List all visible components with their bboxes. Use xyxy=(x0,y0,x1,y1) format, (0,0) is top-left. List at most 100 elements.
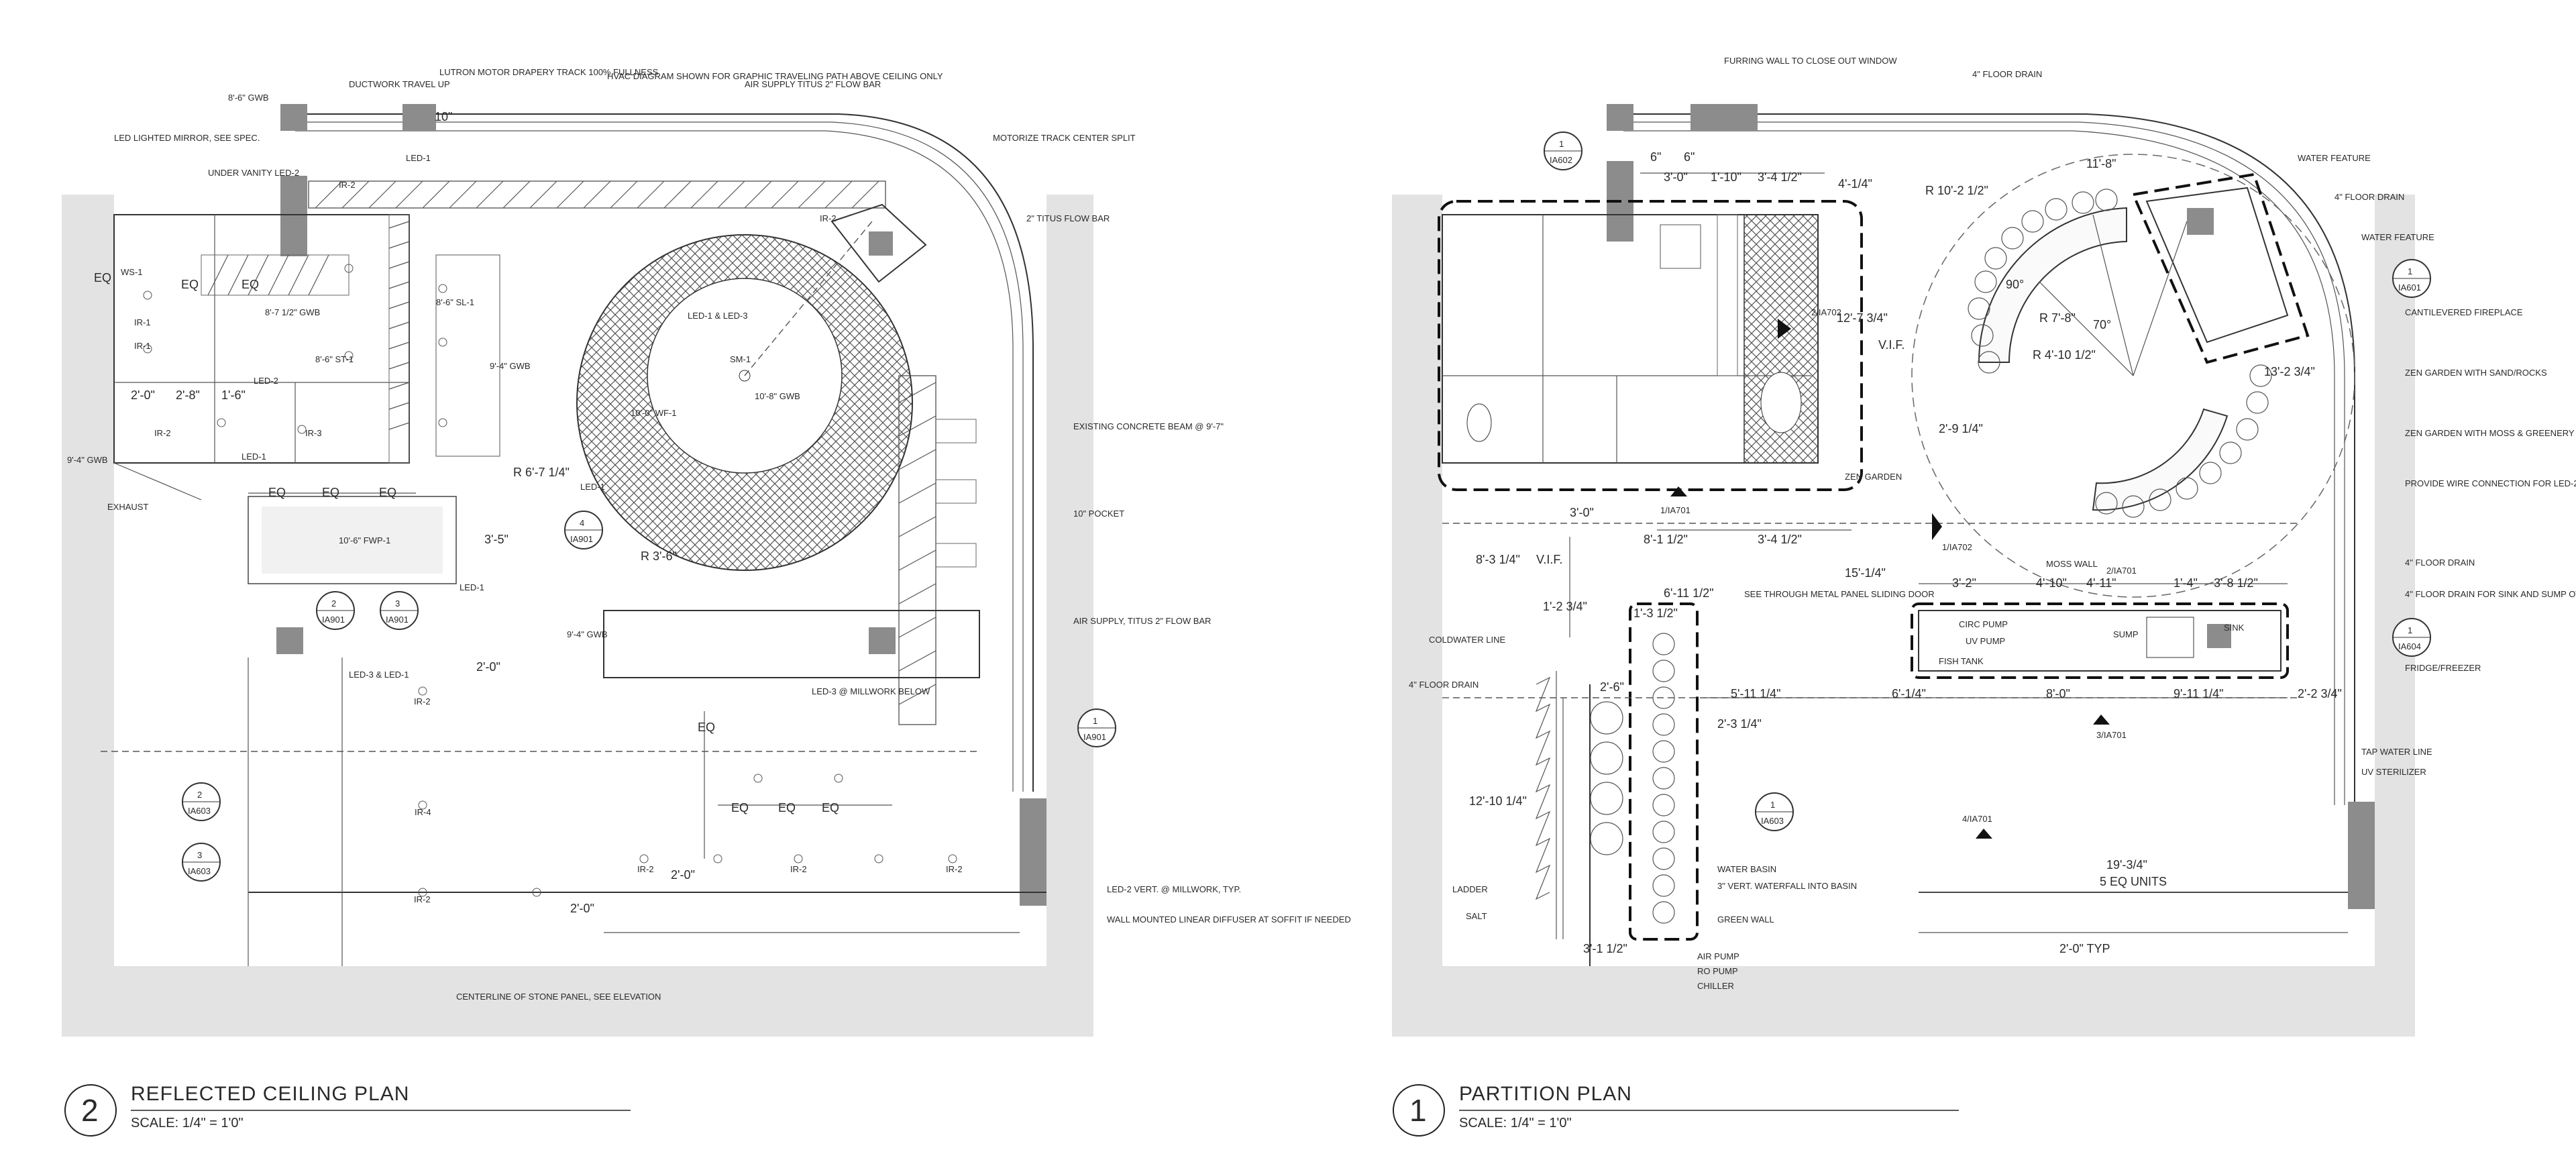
rcp-drawing-number: 2 xyxy=(81,1093,99,1128)
dim-right-8: R 7'-8" xyxy=(2039,311,2076,325)
note-zen-garden: ZEN GARDEN xyxy=(1845,472,1902,482)
tag-ceiling-3: 8'-6" ST-1 xyxy=(315,354,354,364)
tag-ceiling-5: 10'-8" GWB xyxy=(755,391,800,401)
dim-right-3: 1'-10" xyxy=(1711,170,1741,184)
dim-right-1: 6" xyxy=(1684,150,1695,164)
svg-text:IA601: IA601 xyxy=(2398,282,2421,293)
dim-right-11: 70° xyxy=(2093,318,2111,331)
section-arrows xyxy=(1670,319,2110,839)
note-water-basin: WATER BASIN xyxy=(1717,864,1776,874)
dim-left-12: 1'-6" xyxy=(221,388,246,402)
dim-right-7: R 10'-2 1/2" xyxy=(1925,184,1988,197)
light-label-10: IR-2 xyxy=(637,864,654,874)
tag-ceiling-6: 10'-0" WF-1 xyxy=(631,408,677,418)
section-mark-5[interactable]: 1/IA702 xyxy=(1942,542,1972,552)
note-sump: SUMP xyxy=(2113,629,2139,639)
svg-text:2: 2 xyxy=(331,598,336,609)
note-air-supply-top: AIR SUPPLY TITUS 2" FLOW BAR xyxy=(745,79,881,89)
callout-1-ia601[interactable]: 1 IA601 xyxy=(2392,259,2431,298)
dim-left-8: EQ xyxy=(822,801,839,814)
callout-1-ia603[interactable]: 1 IA603 xyxy=(1755,792,1794,831)
note-circ-pump: CIRC PUMP xyxy=(1959,619,2008,629)
tag-ceiling-2: 9'-4" GWB xyxy=(490,361,531,371)
note-floor-drain-top: 4" FLOOR DRAIN xyxy=(1972,69,2042,79)
light-label-7: IR-4 xyxy=(415,807,431,817)
callout-3-ia901[interactable]: 3 IA901 xyxy=(380,591,419,630)
note-linear-diffuser: WALL MOUNTED LINEAR DIFFUSER AT SOFFIT I… xyxy=(1107,914,1351,925)
section-mark-1[interactable]: 2/IA701 xyxy=(2106,566,2137,576)
dim-right-29: 6'-1/4" xyxy=(1892,687,1926,700)
tag-ceiling-4: 8'-7 1/2" GWB xyxy=(265,307,320,317)
dim-right-5: 4'-1/4" xyxy=(1838,177,1872,191)
dim-right-0: 6" xyxy=(1650,150,1661,164)
callout-3-ia603[interactable]: 3 IA603 xyxy=(182,843,221,882)
note-led-mirror: LED LIGHTED MIRROR, SEE SPEC. xyxy=(114,133,260,143)
svg-text:IA603: IA603 xyxy=(188,806,211,816)
light-label-1: IR-1 xyxy=(134,317,151,327)
partition-title: PARTITION PLAN xyxy=(1459,1083,1632,1105)
note-pocket: 10" POCKET xyxy=(1073,509,1124,519)
dim-left-18: R 3'-6" xyxy=(641,549,677,563)
note-coldwater: COLDWATER LINE xyxy=(1429,635,1505,645)
dim-left-17: R 6'-7 1/4" xyxy=(513,466,570,479)
tag-ceiling-9: 9'-4" GWB xyxy=(567,629,608,639)
callout-1-ia901[interactable]: 1 IA901 xyxy=(1077,708,1116,747)
reflected-ceiling-plan: DUCTWORK TRAVEL UP LUTRON MOTOR DRAPERY … xyxy=(62,67,1351,1137)
callout-1-ia602[interactable]: 1 IA602 xyxy=(1544,131,1582,170)
circular-seating-area xyxy=(1911,154,2355,598)
svg-text:1: 1 xyxy=(2408,266,2412,276)
partition-title-block: 1 PARTITION PLAN SCALE: 1/4" = 1'0" xyxy=(1393,1083,1959,1137)
partition-drawing-number: 1 xyxy=(1409,1093,1427,1128)
dim-right-41: V.I.F. xyxy=(1536,553,1562,566)
dim-right-30: 8'-0" xyxy=(2046,687,2070,700)
partition-plan: FURRING WALL TO CLOSE OUT WINDOW 4" FLOO… xyxy=(1392,56,2576,1137)
section-mark-2[interactable]: 3/IA701 xyxy=(2096,730,2127,740)
dim-right-24: 4'-11" xyxy=(2086,576,2116,590)
light-fixtures xyxy=(143,264,957,897)
dim-right-33: 2'-3 1/4" xyxy=(1717,717,1762,731)
dim-left-6: EQ xyxy=(731,801,749,814)
callout-1-ia604[interactable]: 1 IA604 xyxy=(2392,618,2431,657)
light-label-15: LED-1 xyxy=(580,482,605,492)
dim-right-4: 3'-4 1/2" xyxy=(1758,170,1802,184)
dim-right-40: V.I.F. xyxy=(1878,338,1904,352)
svg-text:IA602: IA602 xyxy=(1550,155,1572,165)
dim-left-13: 3'-5" xyxy=(484,533,508,546)
light-label-17: LED-2 xyxy=(254,376,278,386)
dim-right-16: 3'-4 1/2" xyxy=(1758,533,1802,546)
callout-2-ia603[interactable]: 2 IA603 xyxy=(182,782,221,821)
callout-4-ia901[interactable]: 4 IA901 xyxy=(564,511,603,549)
dim-left-7: EQ xyxy=(778,801,796,814)
svg-text:IA901: IA901 xyxy=(386,615,409,625)
note-green-wall: GREEN WALL xyxy=(1717,914,1774,925)
section-mark-4[interactable]: 2/IA702 xyxy=(1811,307,1841,317)
note-led2-vert: LED-2 VERT. @ MILLWORK, TYP. xyxy=(1107,884,1241,894)
section-mark-3[interactable]: 4/IA701 xyxy=(1962,814,1992,824)
tag-ceiling-8: 9'-4" GWB xyxy=(67,455,108,465)
dim-right-9: R 4'-10 1/2" xyxy=(2033,348,2096,362)
partition-callouts: 1 IA602 1 IA601 1 IA604 1 IA603 xyxy=(1544,131,2431,831)
dim-right-20: 1'-3 1/2" xyxy=(1633,607,1678,620)
dim-right-22: 3'-2" xyxy=(1952,576,1976,590)
note-zen-moss: ZEN GARDEN WITH MOSS & GREENERY xyxy=(2405,428,2575,438)
svg-text:IA901: IA901 xyxy=(322,615,345,625)
note-fridge: FRIDGE/FREEZER xyxy=(2405,663,2481,673)
svg-text:1: 1 xyxy=(1770,800,1775,810)
light-label-2: IR-1 xyxy=(134,341,151,351)
note-furring-wall: FURRING WALL TO CLOSE OUT WINDOW xyxy=(1724,56,1897,66)
dim-left-0: EQ xyxy=(181,278,199,291)
note-hvac-diagram: HVAC DIAGRAM SHOWN FOR GRAPHIC TRAVELING… xyxy=(607,71,943,81)
dim-left-9: EQ xyxy=(698,721,715,734)
note-waterfall: 3" VERT. WATERFALL INTO BASIN xyxy=(1717,881,1857,891)
light-label-8: IR-2 xyxy=(414,696,431,706)
rcp-scale: SCALE: 1/4" = 1'0" xyxy=(131,1116,244,1130)
dim-left-19: 10" xyxy=(435,110,452,123)
dim-right-15: 8'-1 1/2" xyxy=(1644,533,1688,546)
dim-right-32: 2'-2 3/4" xyxy=(2298,687,2342,700)
section-mark-0[interactable]: 1/IA701 xyxy=(1660,505,1690,515)
note-titus-flow-bar: 2" TITUS FLOW BAR xyxy=(1026,213,1110,223)
light-label-4: IR-2 xyxy=(339,180,356,190)
callout-2-ia901[interactable]: 2 IA901 xyxy=(316,591,355,630)
dim-left-10: 2'-0" xyxy=(131,388,155,402)
dim-right-26: 3'-8 1/2" xyxy=(2214,576,2258,590)
